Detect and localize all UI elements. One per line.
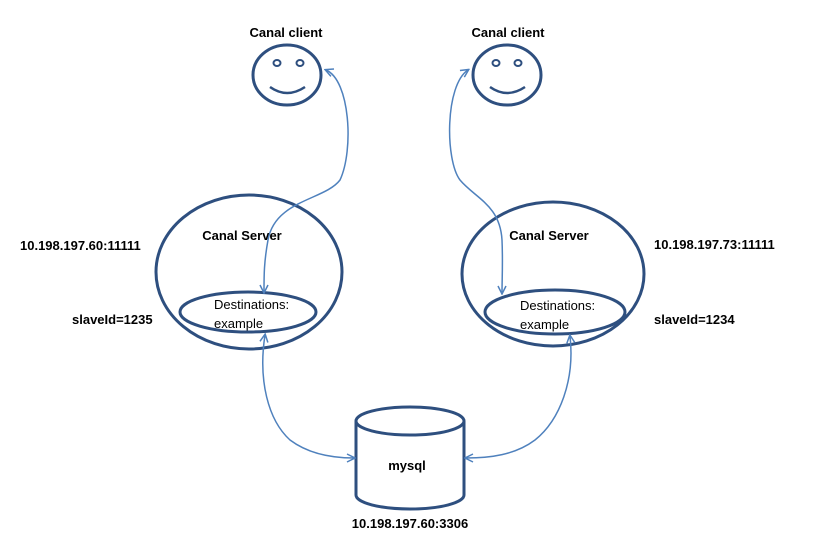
left-destination-line2: example (214, 316, 263, 331)
right-client-eye-right (513, 59, 523, 67)
right-destination-line2: example (520, 317, 569, 332)
arrow-left-destination-to-mysql (263, 335, 354, 458)
right-client-head (471, 43, 543, 107)
mysql-cylinder-body (354, 421, 466, 511)
mysql-label: mysql (388, 458, 426, 473)
right-server-address: 10.198.197.73:11111 (654, 237, 775, 252)
right-server-label: Canal Server (509, 228, 589, 243)
arrow-left-client-to-destination (264, 70, 349, 292)
right-client-smile (489, 85, 526, 95)
arrow-right-destination-to-mysql (466, 336, 571, 458)
left-server-address: 10.198.197.60:11111 (20, 238, 141, 253)
right-server-slave-id: slaveId=1234 (654, 312, 735, 327)
left-destination-ellipse (178, 290, 318, 334)
left-client-label: Canal client (250, 25, 324, 40)
right-client-label: Canal client (472, 25, 546, 40)
left-destination-line1: Destinations: (214, 297, 289, 312)
left-server-ellipse (154, 193, 344, 351)
left-client-eye-right (295, 59, 305, 67)
right-destination-line1: Destinations: (520, 298, 595, 313)
mysql-cylinder-top (354, 405, 466, 437)
left-client-head (251, 43, 323, 107)
left-server-slave-id: slaveId=1235 (72, 312, 153, 327)
left-server-label: Canal Server (202, 228, 282, 243)
arrow-right-client-to-destination (448, 70, 503, 293)
left-client-smile (269, 85, 306, 95)
right-client-eye-left (491, 59, 501, 67)
left-client-face (251, 43, 323, 107)
right-client-face (471, 43, 543, 107)
mysql-address: 10.198.197.60:3306 (352, 516, 468, 531)
left-client-eye-left (272, 59, 282, 67)
